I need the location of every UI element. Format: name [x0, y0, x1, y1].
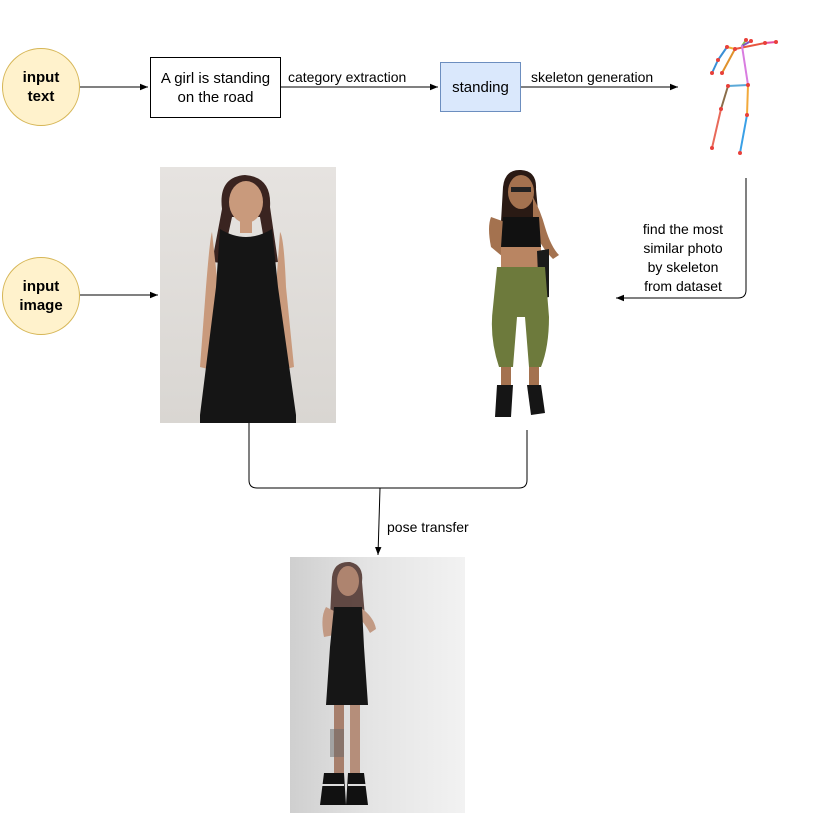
girl-black-dress-photo: [160, 167, 336, 423]
pose-transferred-photo: [290, 557, 465, 813]
skeleton-generation-label: skeleton generation: [531, 69, 654, 85]
category-label: standing: [452, 78, 509, 96]
arrow-pose-transfer: [375, 487, 382, 556]
pose-transfer-label: pose transfer: [387, 519, 469, 535]
sentence-node: A girl is standing on the road: [150, 57, 281, 118]
find-similar-label: find the most similar photo by skeleton …: [642, 221, 724, 294]
sentence-label: A girl is standing on the road: [160, 69, 271, 106]
category-extraction-label: category extraction: [288, 69, 407, 85]
merge-line: [248, 423, 528, 489]
category-node: standing: [440, 62, 521, 112]
input-text-label: input text: [22, 69, 60, 105]
input-image-label: input image: [19, 278, 63, 314]
girl-green-pants-photo: [441, 167, 607, 423]
input-image-node: input image: [2, 257, 80, 335]
input-text-node: input text: [2, 48, 80, 126]
arrow-skeleton-to-retrieved: [616, 178, 747, 302]
